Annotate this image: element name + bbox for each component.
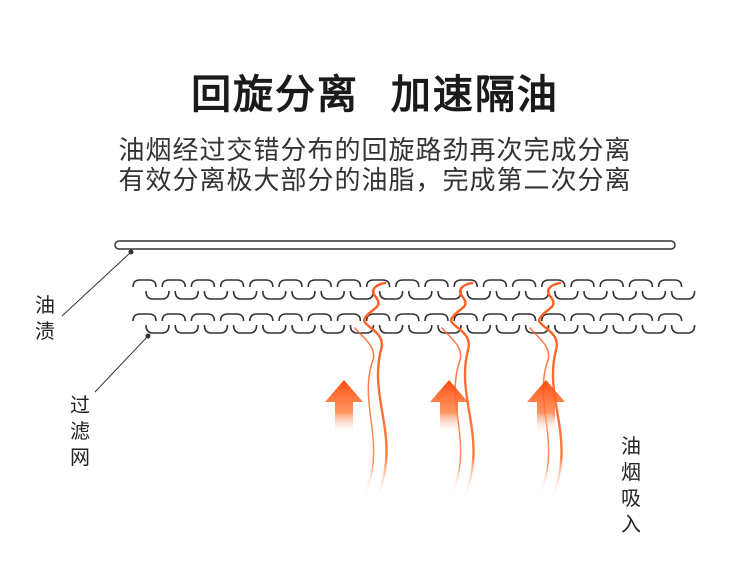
mesh-cup	[320, 290, 345, 300]
mesh-cap	[219, 279, 245, 288]
mesh-cap	[249, 279, 274, 288]
smoke-flow-wisp	[441, 327, 462, 499]
smoke-flow-stream	[363, 281, 388, 502]
mesh-cap	[161, 313, 186, 322]
mesh-cup	[262, 290, 287, 300]
mesh-cap	[628, 279, 654, 288]
mesh-cup	[408, 290, 433, 300]
mesh-cup	[583, 290, 608, 300]
mesh-cap	[190, 313, 216, 322]
mesh-cup	[349, 290, 375, 300]
smoke-flow-wisp	[529, 327, 550, 499]
mesh-cup	[437, 290, 462, 300]
oil-stain-pointer-dot	[128, 249, 134, 255]
label-filter-mesh: 过 滤 网	[70, 393, 90, 469]
mesh-cap	[307, 313, 332, 322]
mesh-cap	[482, 313, 508, 322]
mesh-cap	[453, 279, 478, 288]
mesh-cap	[395, 313, 420, 322]
mesh-cup	[203, 324, 229, 334]
mesh-row-bottom	[132, 313, 696, 334]
mesh-cap	[190, 279, 216, 288]
mesh-cap	[307, 279, 332, 288]
mesh-cup	[554, 290, 579, 300]
mesh-cap	[599, 313, 624, 322]
oil-stain-pointer-line	[61, 251, 132, 317]
mesh-cup	[320, 324, 345, 334]
smoke-flows	[354, 281, 563, 502]
mesh-cup	[378, 324, 404, 334]
smoke-flow-stream	[538, 281, 563, 502]
mesh-cap	[278, 279, 303, 288]
mesh-cup	[291, 324, 316, 334]
mesh-cap	[541, 279, 566, 288]
mesh-cap	[424, 313, 449, 322]
mesh-cup	[495, 290, 521, 300]
mesh-cap	[336, 313, 362, 322]
upward-arrows	[325, 380, 565, 434]
smoke-flow-wisp	[354, 327, 375, 499]
mesh-row-top	[132, 279, 696, 300]
mesh-cap	[511, 313, 537, 322]
mesh-cap	[249, 313, 274, 322]
filter-pointer-line	[94, 335, 149, 393]
mesh-cap	[219, 313, 245, 322]
filter-plate	[114, 240, 676, 250]
mesh-cup	[174, 324, 199, 334]
mesh-cup	[378, 290, 404, 300]
mesh-cup	[232, 324, 258, 334]
mesh-cap	[278, 313, 303, 322]
mesh-cap	[657, 313, 683, 322]
mesh-cap	[482, 279, 508, 288]
description-line-1: 油烟经过交错分布的回旋路劲再次完成分离	[118, 136, 632, 166]
smoke-flow-stream	[450, 281, 475, 502]
up-arrow	[325, 380, 363, 434]
label-oil-stain: 油 渍	[35, 293, 55, 343]
filter-pointer-dot	[145, 333, 151, 339]
up-arrow	[527, 380, 565, 434]
mesh-cup	[408, 324, 433, 334]
mesh-cap	[628, 313, 654, 322]
up-arrow	[430, 380, 468, 434]
mesh-cap	[657, 279, 683, 288]
mesh-cap	[395, 279, 420, 288]
mesh-cap	[365, 313, 391, 322]
page-title: 回旋分离 加速隔油	[191, 72, 559, 118]
label-smoke-intake: 油 烟 吸 入	[621, 434, 641, 536]
mesh-cap	[365, 279, 391, 288]
mesh-cap	[161, 279, 186, 288]
mesh-cup	[612, 324, 637, 334]
mesh-cup	[466, 290, 491, 300]
mesh-cup	[232, 290, 258, 300]
mesh-cup	[612, 290, 637, 300]
mesh-cap	[424, 279, 449, 288]
mesh-cup	[670, 324, 696, 334]
mesh-cup	[145, 290, 170, 300]
mesh-cup	[524, 290, 550, 300]
mesh-cup	[466, 324, 491, 334]
mesh-cup	[670, 290, 696, 300]
mesh-cup	[641, 324, 667, 334]
mesh-cap	[336, 279, 362, 288]
mesh-cup	[262, 324, 287, 334]
mesh-cap	[541, 313, 566, 322]
mesh-cap	[570, 279, 595, 288]
mesh-cap	[453, 313, 478, 322]
mesh-cap	[599, 279, 624, 288]
description-line-2: 有效分离极大部分的油脂，完成第二次分离	[118, 166, 632, 196]
mesh-cup	[203, 290, 229, 300]
mesh-cap	[570, 313, 595, 322]
mesh-cup	[495, 324, 521, 334]
mesh-cap	[511, 279, 537, 288]
mesh-cup	[641, 290, 667, 300]
mesh-cup	[174, 290, 199, 300]
mesh-cap	[132, 279, 157, 288]
mesh-cup	[554, 324, 579, 334]
mesh-cup	[145, 324, 170, 334]
mesh-cup	[291, 290, 316, 300]
mesh-cup	[583, 324, 608, 334]
mesh-cap	[132, 313, 157, 322]
